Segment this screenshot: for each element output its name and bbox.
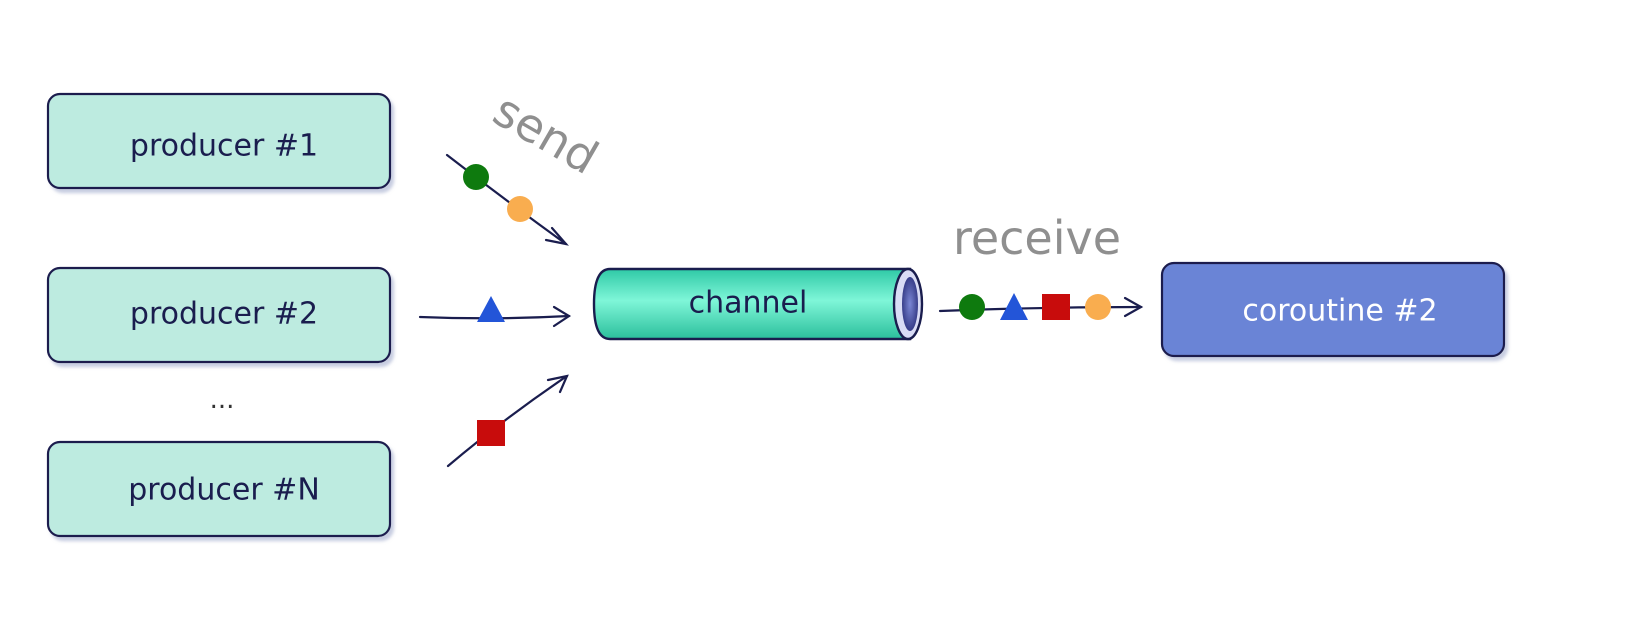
producer-box-2: producer #2 — [46, 266, 392, 364]
item-triangle-blue-1 — [477, 296, 505, 322]
send-arrow-1 — [445, 153, 569, 246]
item-circle-orange-2 — [1085, 294, 1111, 320]
send-arrow-2 — [418, 296, 572, 328]
send-arrow-n — [446, 374, 569, 468]
item-circle-green-2 — [959, 294, 985, 320]
item-circle-green-1 — [463, 164, 489, 190]
consumer-box: coroutine #2 — [1160, 261, 1506, 358]
producer-box-n: producer #N — [46, 440, 392, 538]
send-label: send — [485, 83, 608, 185]
producer-label-n: producer #N — [128, 473, 320, 508]
item-triangle-blue-2 — [1000, 293, 1028, 320]
producer-box-1: producer #1 — [46, 92, 392, 190]
producer-label-2: producer #2 — [130, 297, 318, 332]
channel-tube: channel — [592, 267, 924, 341]
receive-arrow — [938, 293, 1144, 320]
receive-label: receive — [953, 211, 1121, 265]
channel-label: channel — [689, 286, 808, 321]
producer-label-1: producer #1 — [130, 129, 318, 164]
consumer-label: coroutine #2 — [1242, 294, 1437, 329]
producers-ellipsis: ... — [210, 385, 235, 415]
item-square-red-2 — [1042, 294, 1070, 320]
item-square-red-1 — [477, 420, 505, 446]
item-circle-orange-1 — [507, 196, 533, 222]
